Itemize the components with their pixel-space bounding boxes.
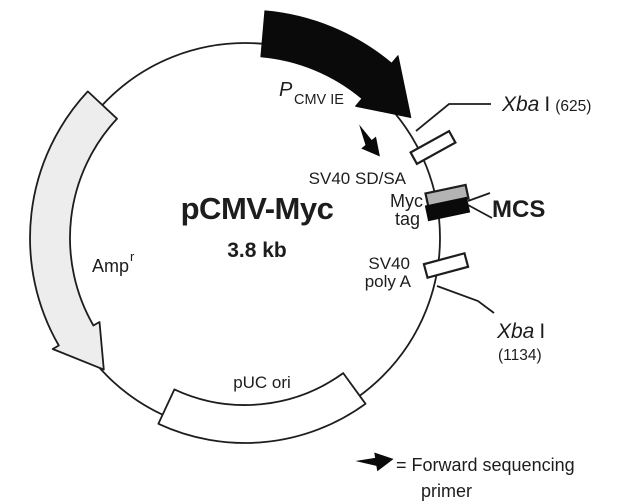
sv40-polya-label-line2: poly A	[365, 272, 412, 291]
legend-primer-arrow-icon	[355, 452, 394, 472]
mcs-leader-lines	[467, 192, 493, 219]
legend-text-line1: = Forward sequencing	[396, 455, 575, 475]
forward-primer-arrow-icon	[359, 124, 380, 157]
amp-gene-label: Amp	[92, 256, 129, 276]
sv40-sdsa-box	[409, 129, 457, 166]
puc-ori-band	[157, 372, 367, 444]
sv40-polya-box	[422, 251, 470, 280]
sv40-polya-label-line1: SV40	[368, 254, 410, 273]
amp-gene-superscript: r	[130, 249, 135, 264]
sv40-sdsa-label: SV40 SD/SA	[309, 169, 407, 188]
xba-1134-leader-line	[436, 285, 495, 314]
promoter-subscript-label: CMV IE	[294, 92, 344, 108]
legend-text-line2: primer	[421, 481, 472, 501]
promoter-symbol-label: P	[279, 79, 293, 101]
amp-gene-arrow	[29, 90, 118, 371]
myc-tag-label-line2: tag	[395, 209, 420, 229]
myc-tag-label-line1: Myc	[390, 191, 423, 211]
cmv-promoter-arrow	[260, 10, 412, 118]
plasmid-size-label: 3.8 kb	[227, 239, 287, 262]
plasmid-name-label: pCMV-Myc	[181, 191, 334, 226]
xba-1134-position-label: (1134)	[498, 347, 542, 364]
mcs-label: MCS	[492, 196, 545, 223]
puc-ori-label: pUC ori	[233, 373, 291, 392]
xba-625-leader-line	[415, 103, 491, 132]
mcs-box	[424, 196, 471, 222]
